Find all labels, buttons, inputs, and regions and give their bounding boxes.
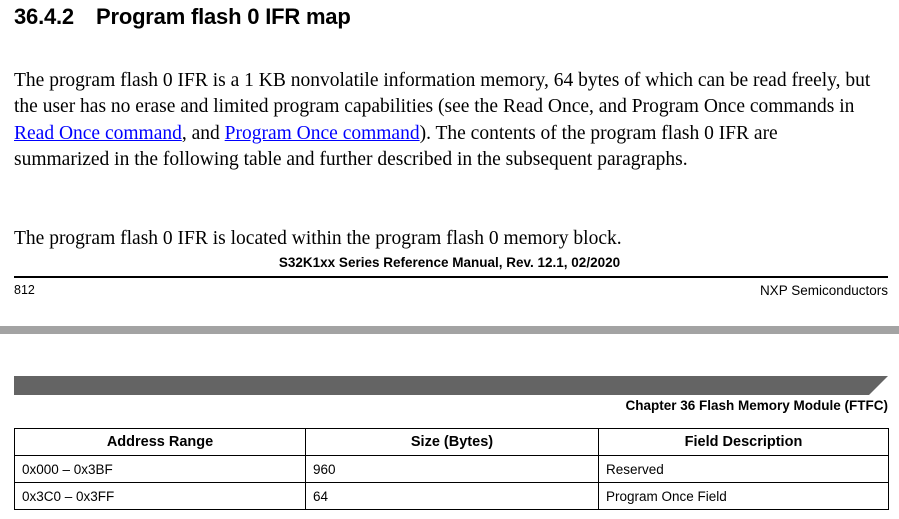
- cell-address-range: 0x000 – 0x3BF: [14, 455, 306, 483]
- link-program-once-command[interactable]: Program Once command: [224, 122, 420, 144]
- page-title: 36.4.2 Program flash 0 IFR map: [14, 4, 351, 30]
- table-row: 0x3C0 – 0x3FF 64 Program Once Field: [14, 482, 889, 510]
- table-row: 0x000 – 0x3BF 960 Reserved: [14, 455, 889, 483]
- paragraph-1-segment-3: ). The contents of the program flash 0 I…: [14, 122, 778, 171]
- program-flash-ifr-map-table: Address Range Size (Bytes) Field Descrip…: [14, 428, 889, 510]
- paragraph-1-segment-2: , and: [181, 122, 225, 144]
- cell-size-bytes: 64: [305, 482, 599, 510]
- table-header-row: Address Range Size (Bytes) Field Descrip…: [14, 428, 889, 456]
- section-title: Program flash 0 IFR map: [96, 4, 351, 29]
- cell-address-range: 0x3C0 – 0x3FF: [14, 482, 306, 510]
- table-header-address-range: Address Range: [14, 428, 306, 456]
- footer-page-number: 812: [14, 283, 35, 297]
- cell-field-description: Reserved: [598, 455, 889, 483]
- footer-divider: [14, 276, 888, 278]
- table-header-size-bytes: Size (Bytes): [305, 428, 599, 456]
- paragraph-1-segment-1: The program flash 0 IFR is a 1 KB nonvol…: [14, 69, 871, 118]
- page-lower: Chapter 36 Flash Memory Module (FTFC) Ad…: [0, 334, 899, 519]
- chapter-header-title: Chapter 36 Flash Memory Module (FTFC): [625, 398, 888, 413]
- page-upper: 36.4.2 Program flash 0 IFR map The progra…: [14, 4, 888, 298]
- body-paragraph-2: The program flash 0 IFR is located withi…: [14, 227, 622, 249]
- table-header-field-description: Field Description: [598, 428, 889, 456]
- footer-manual-title: S32K1xx Series Reference Manual, Rev. 12…: [278, 255, 621, 270]
- link-read-once-command[interactable]: Read Once command: [14, 122, 182, 144]
- page-break-separator: [0, 326, 899, 334]
- footer-company-name: NXP Semiconductors: [759, 283, 888, 298]
- cell-field-description: Program Once Field: [598, 482, 889, 510]
- cell-size-bytes: 960: [305, 455, 599, 483]
- body-paragraph-1: The program flash 0 IFR is a 1 KB nonvol…: [14, 68, 876, 174]
- section-number: 36.4.2: [14, 4, 74, 29]
- chapter-header-bar: [14, 376, 888, 395]
